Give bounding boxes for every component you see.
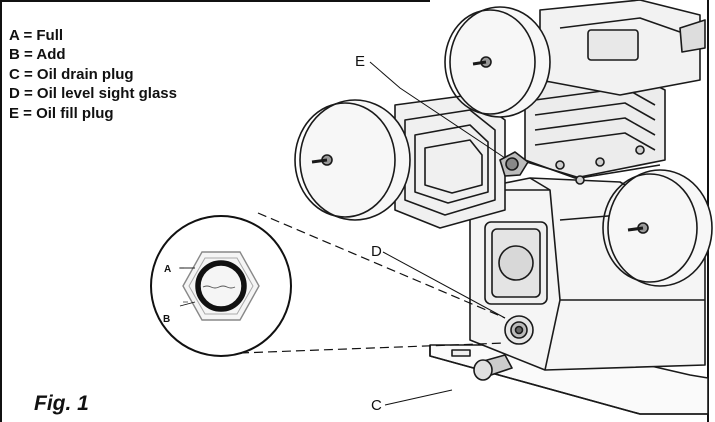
legend-item-full: A = Full: [9, 27, 64, 44]
callout-d: D: [371, 243, 382, 260]
cooling-fan-right: [602, 169, 713, 287]
legend: A = Full B = Add C = Oil drain plug D = …: [9, 26, 177, 123]
legend-item-add: B = Add: [9, 46, 66, 64]
detail-projection-lines: [239, 212, 506, 354]
figure-label: Fig. 1: [34, 392, 89, 415]
callout-a: A: [164, 264, 171, 275]
cooling-fan-left: [294, 99, 411, 221]
compressor-pump: [294, 0, 713, 415]
callout-e: E: [355, 53, 365, 70]
legend-item-oil-fill-plug: E = Oil fill plug: [9, 104, 114, 122]
callout-c: C: [371, 397, 382, 414]
leader-lines: [369, 61, 506, 406]
cooling-fan-top: [444, 6, 551, 118]
callout-b: B: [163, 314, 170, 325]
sight-glass-detail: [150, 215, 292, 357]
legend-item-oil-drain-plug: C = Oil drain plug: [9, 65, 134, 83]
legend-item-oil-level-sight-glass: D = Oil level sight glass: [9, 85, 177, 103]
